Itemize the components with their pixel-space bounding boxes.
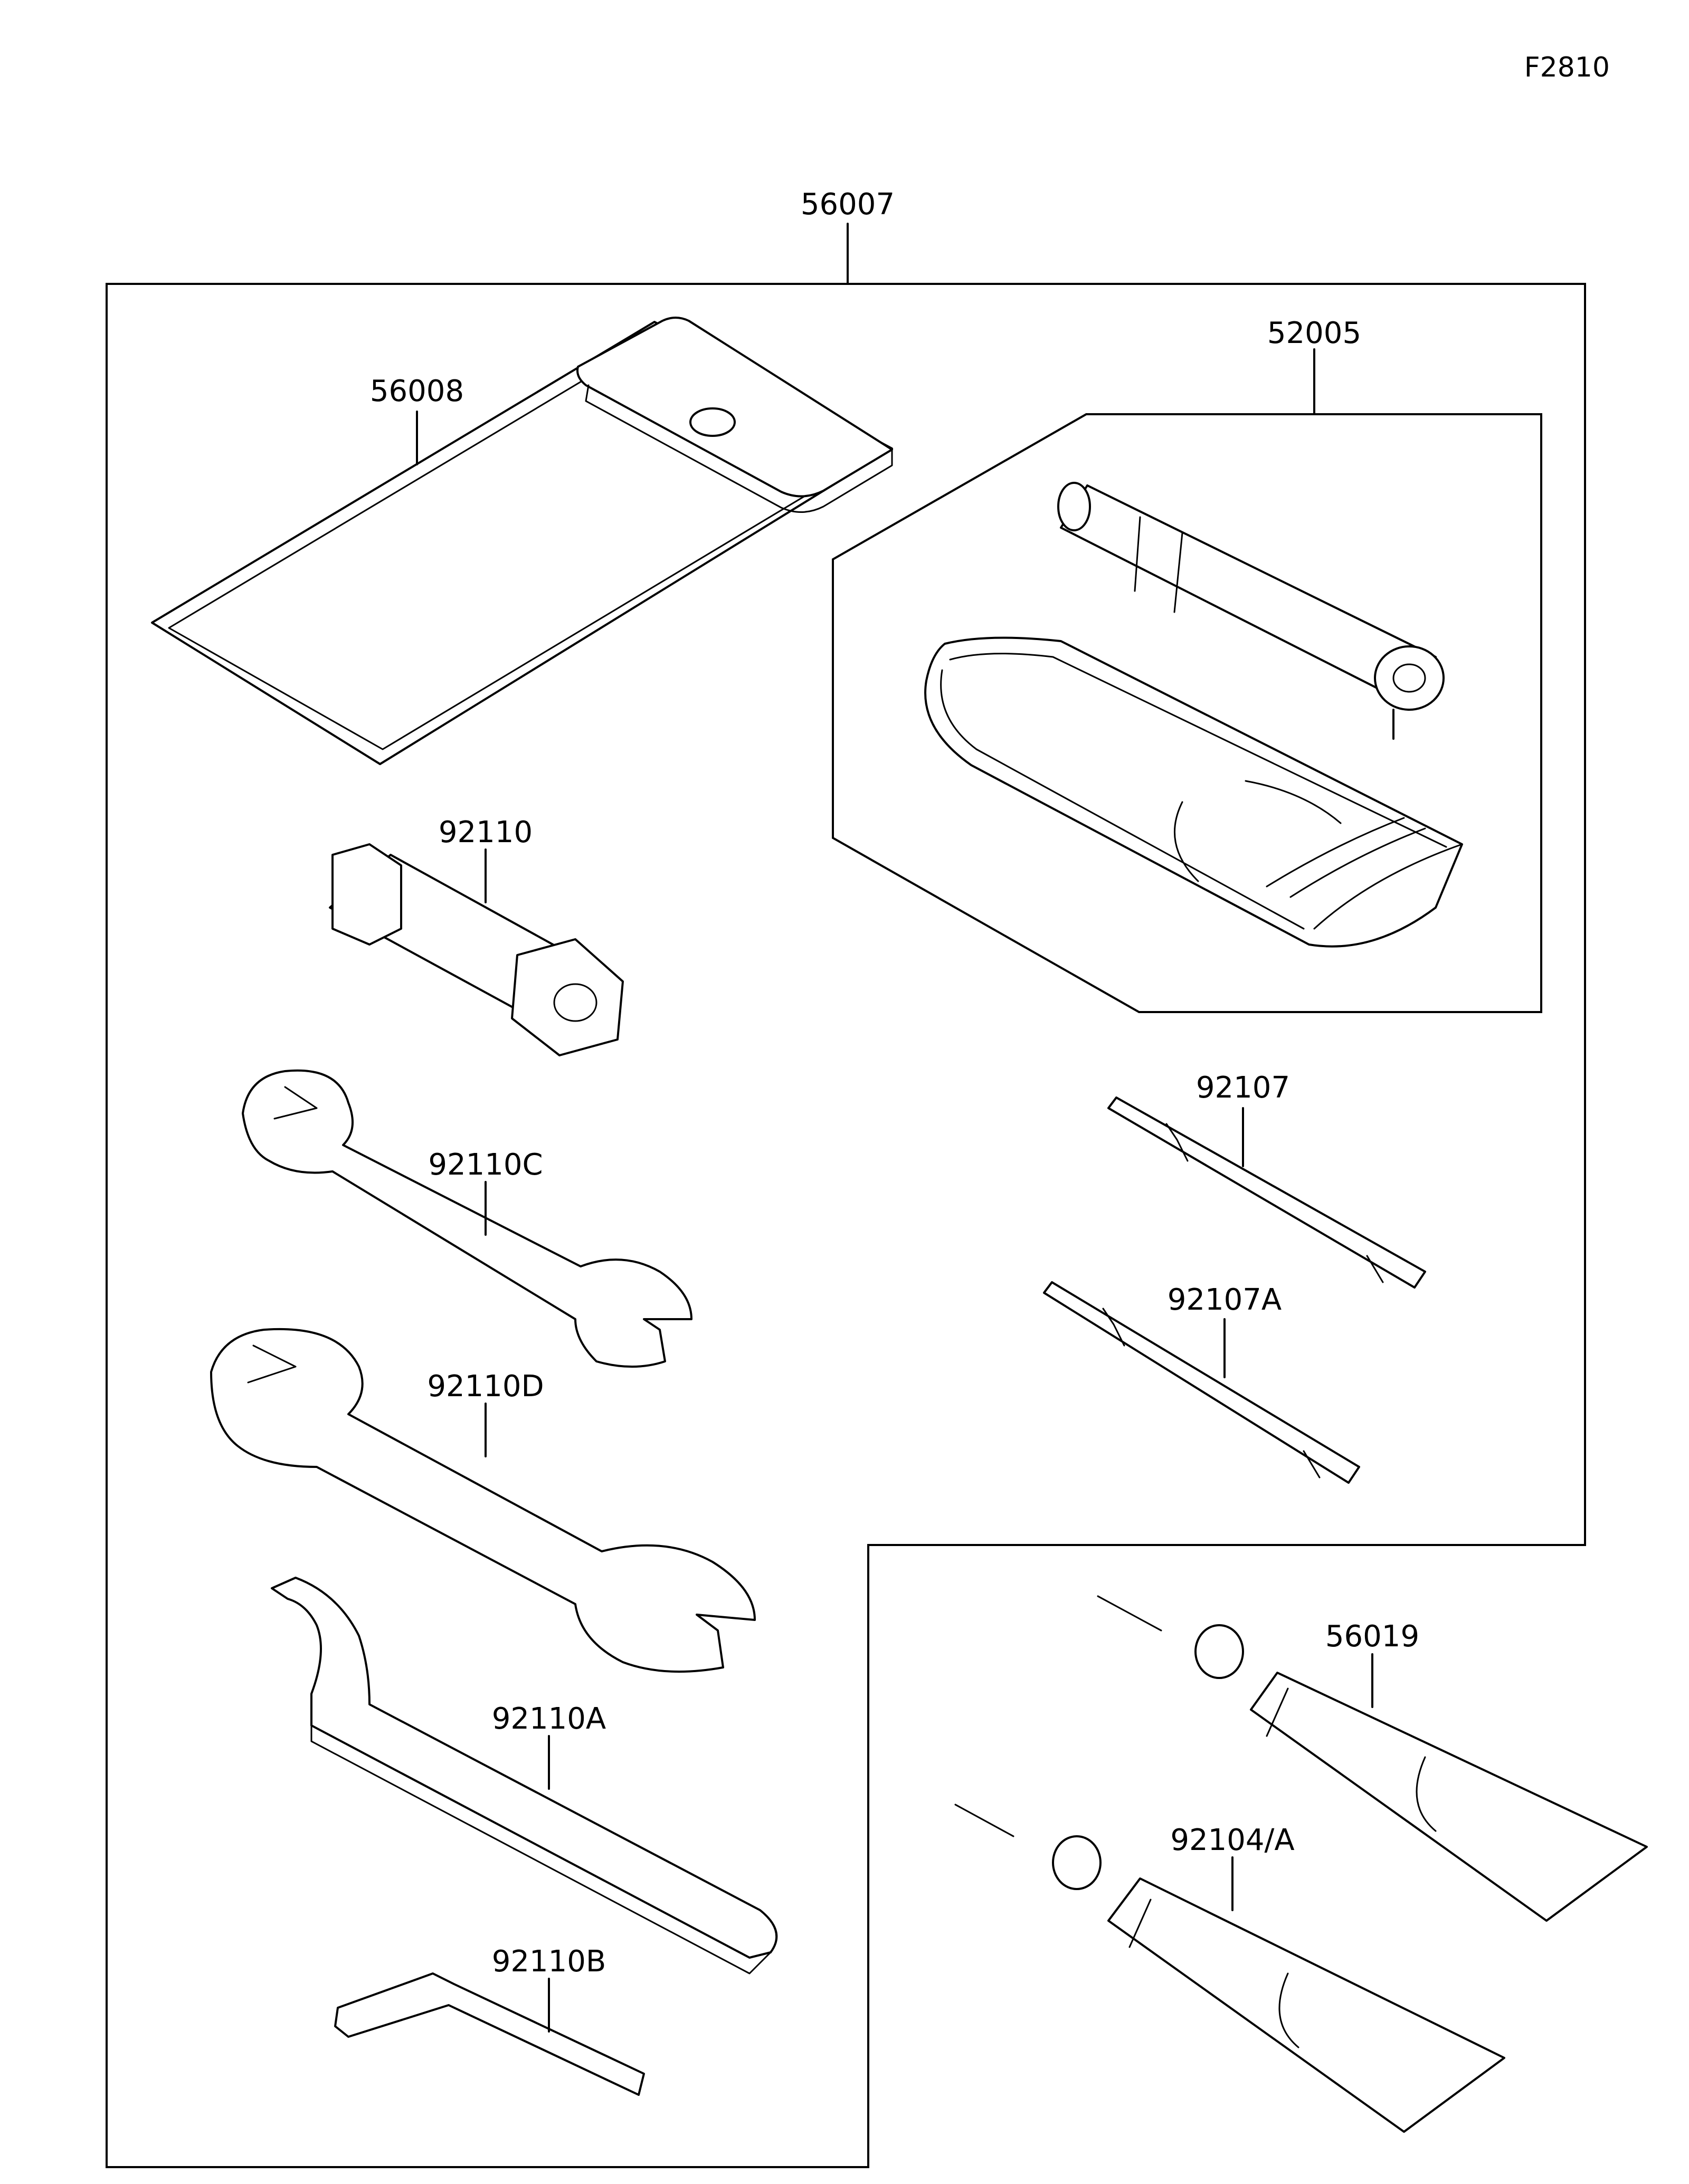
spark-plug-wrench: 92110 — [329, 815, 624, 1056]
label-92110A: 92110A — [492, 1702, 606, 1736]
label-92104A: 92104/A — [1170, 1823, 1294, 1857]
hex-key: 92110B — [334, 1944, 645, 2096]
label-56008: 56008 — [370, 374, 464, 408]
label-52005: 52005 — [1267, 316, 1361, 350]
label-92110: 92110 — [439, 815, 533, 850]
label-92110C: 92110C — [428, 1148, 543, 1182]
label-56019: 56019 — [1325, 1619, 1419, 1654]
label-92110B: 92110B — [492, 1944, 606, 1979]
figure-code: F2810 — [1524, 52, 1610, 83]
tool-kit-frame: 56007 — [106, 187, 1586, 2168]
tire-pump — [1057, 482, 1445, 740]
label-92107A: 92107A — [1168, 1283, 1282, 1317]
open-wrench-c: 92110C — [242, 1069, 692, 1368]
pump-bag — [924, 636, 1463, 948]
tool-case: 56008 — [151, 317, 893, 765]
hook-wrench: 92110A — [271, 1577, 778, 1975]
open-wrench-d: 92110D — [210, 1328, 756, 1673]
label-92107: 92107 — [1196, 1071, 1290, 1105]
screwdriver: 92107 — [1107, 1071, 1426, 1289]
screwdriver-a: 92107A — [1043, 1281, 1360, 1484]
label-92110D: 92110D — [427, 1369, 544, 1404]
pump-kit-frame: 52005 — [832, 316, 1542, 1013]
label-56007: 56007 — [801, 187, 895, 222]
tube-92104a: 92104/A — [954, 1804, 1505, 2133]
tube-56019: 56019 — [1097, 1595, 1648, 1922]
